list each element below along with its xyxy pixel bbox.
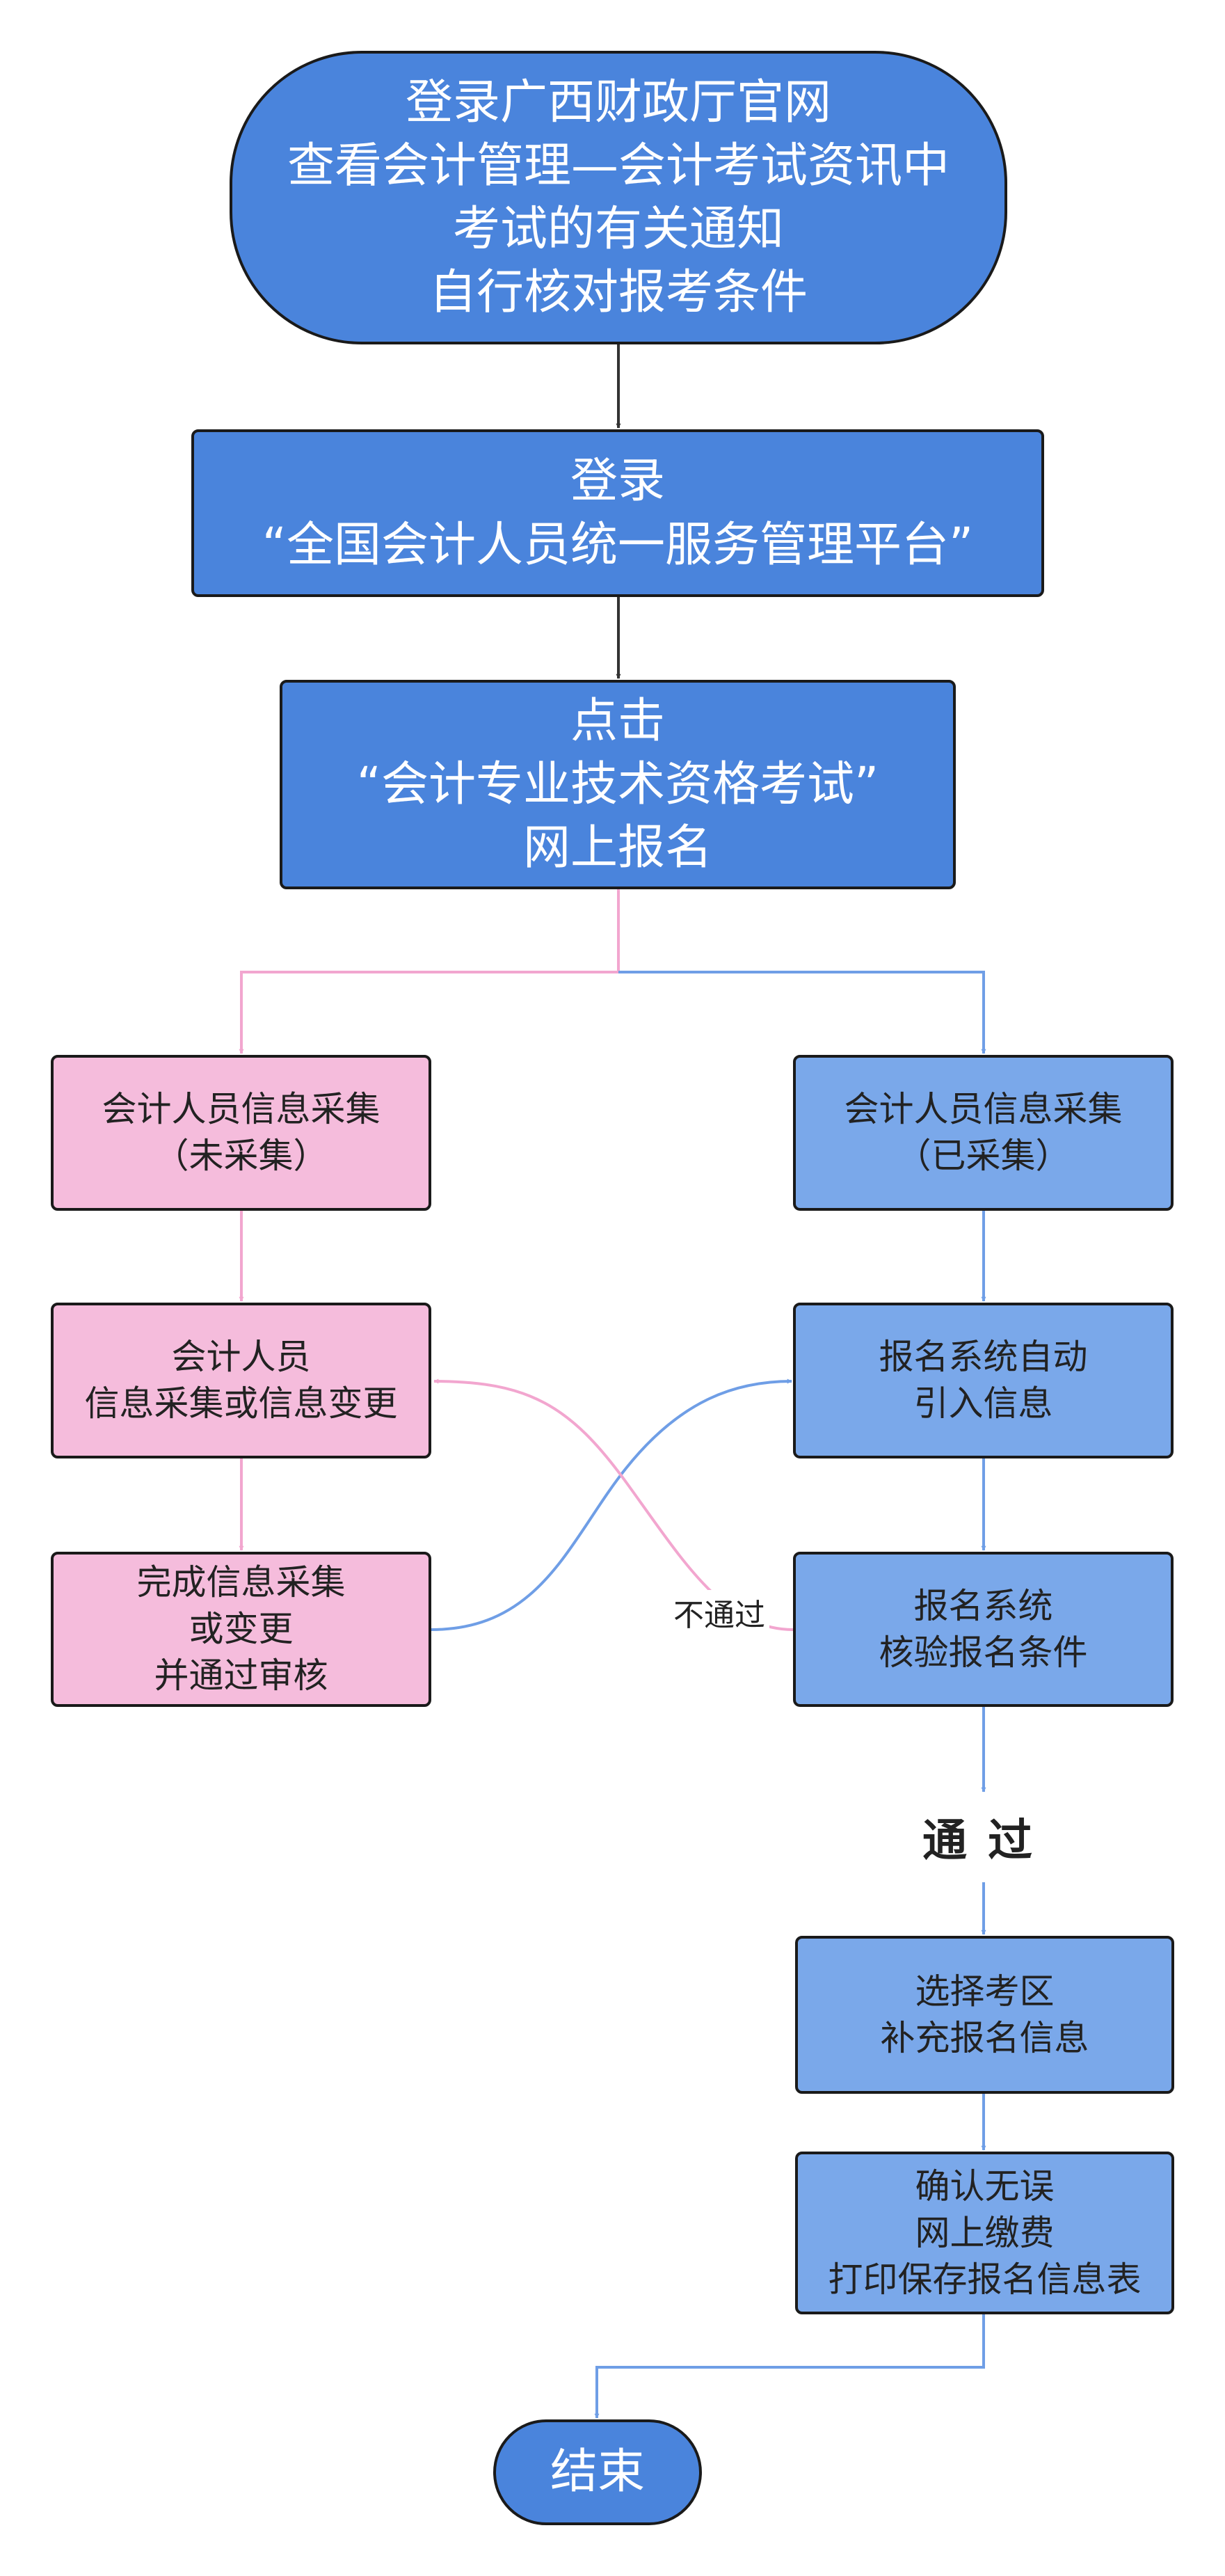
start-node: 登录广西财政厅官网 查看会计管理—会计考试资讯中 考试的有关通知 自行核对报考条…: [230, 51, 1007, 344]
pass-label: 通过: [922, 1815, 1053, 1867]
verify-conditions-node: 报名系统 核验报名条件: [793, 1552, 1174, 1707]
collected-node: 会计人员信息采集 （已采集）: [793, 1055, 1174, 1211]
edge-click-to-not-collected: [239, 889, 620, 1054]
not-collected-node: 会计人员信息采集 （未采集）: [51, 1055, 431, 1211]
edge-click-to-collected: [618, 971, 986, 1054]
collect-or-change-node: 会计人员 信息采集或信息变更: [51, 1303, 431, 1458]
end-node: 结束: [493, 2419, 702, 2525]
edge-complete-to-auto-import: [431, 1378, 792, 1631]
confirm-pay-node: 确认无误 网上缴费 打印保存报名信息表: [795, 2152, 1174, 2314]
choose-area-node: 选择考区 补充报名信息: [795, 1936, 1174, 2094]
edge-confirm-to-end: [594, 2314, 985, 2419]
fail-label: 不通过: [669, 1590, 769, 1635]
click-register-node: 点击 “会计专业技术资格考试” 网上报名: [280, 680, 956, 889]
login-platform-node: 登录 “全国会计人员统一服务管理平台”: [191, 429, 1044, 597]
auto-import-node: 报名系统自动 引入信息: [793, 1303, 1174, 1458]
complete-review-node: 完成信息采集 或变更 并通过审核: [51, 1552, 431, 1707]
